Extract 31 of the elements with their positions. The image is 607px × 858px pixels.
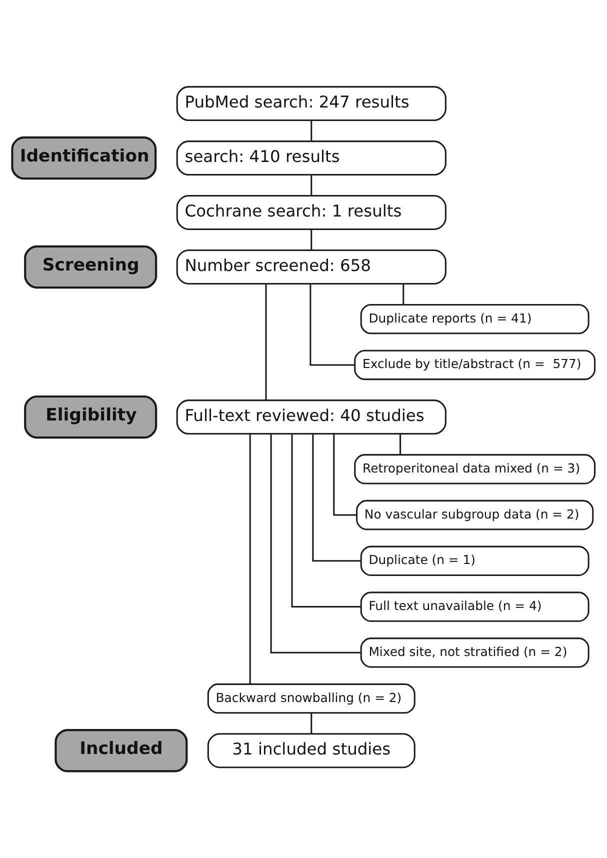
node-box: Number screened: 658 bbox=[176, 250, 446, 284]
node-box: 31 included studies bbox=[207, 733, 416, 768]
connector bbox=[312, 434, 362, 562]
connector bbox=[402, 284, 404, 304]
connector bbox=[310, 284, 354, 366]
connector bbox=[310, 713, 312, 734]
node-box: Screening bbox=[24, 245, 158, 289]
node-box: Eligibility bbox=[24, 395, 158, 439]
connector bbox=[291, 434, 361, 608]
node-box: Identification bbox=[11, 136, 157, 180]
node-box: Included bbox=[54, 729, 188, 772]
node-box: Cochrane search: 1 results bbox=[176, 195, 446, 230]
node-box: Mixed site, not stratified (n = 2) bbox=[360, 638, 590, 668]
node-box: Backward snowballing (n = 2) bbox=[207, 683, 416, 714]
connector bbox=[310, 120, 312, 142]
node-box: Full-text reviewed: 40 studies bbox=[176, 400, 446, 435]
node-box: Full text unavailable (n = 4) bbox=[360, 592, 590, 622]
node-box: Exclude by title/abstract (n = 577) bbox=[354, 350, 596, 380]
connector bbox=[333, 434, 357, 516]
connector bbox=[265, 284, 267, 400]
node-box: No vascular subgroup data (n = 2) bbox=[356, 500, 594, 530]
node-box: Duplicate reports (n = 41) bbox=[360, 304, 590, 334]
connector bbox=[310, 229, 312, 250]
node-box: Duplicate (n = 1) bbox=[360, 546, 590, 576]
connector bbox=[310, 174, 312, 196]
node-box: search: 410 results bbox=[176, 140, 446, 176]
connector bbox=[270, 434, 362, 654]
connector bbox=[400, 434, 402, 454]
connector bbox=[249, 434, 251, 684]
node-box: Retroperitoneal data mixed (n = 3) bbox=[354, 454, 596, 484]
node-box: PubMed search: 247 results bbox=[176, 86, 446, 122]
